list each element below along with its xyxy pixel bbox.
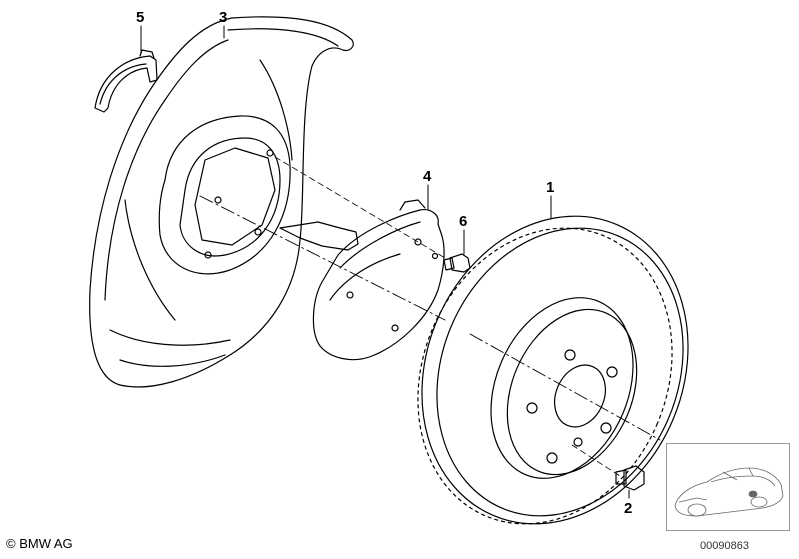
clip-part [94, 49, 158, 113]
callout-3: 3 [219, 9, 227, 26]
copyright-notice: © BMW AG [6, 536, 73, 551]
callout-1: 1 [546, 179, 554, 196]
mounting-bracket [312, 199, 445, 361]
screw-2 [615, 465, 645, 491]
callout-4: 4 [423, 168, 432, 185]
callout-6: 6 [459, 213, 467, 230]
center-axis-line [199, 195, 661, 441]
brake-disc [417, 215, 689, 525]
dust-protection-plate [89, 16, 359, 388]
document-number: 00090863 [700, 540, 749, 552]
callout-2: 2 [624, 500, 632, 517]
callout-5: 5 [136, 9, 144, 26]
bolt-axis-line [274, 156, 446, 259]
vehicle-locator-thumbnail [666, 443, 790, 531]
car-outline-icon [674, 467, 784, 517]
bolt-6 [443, 253, 471, 273]
screw-axis-line [571, 444, 621, 477]
